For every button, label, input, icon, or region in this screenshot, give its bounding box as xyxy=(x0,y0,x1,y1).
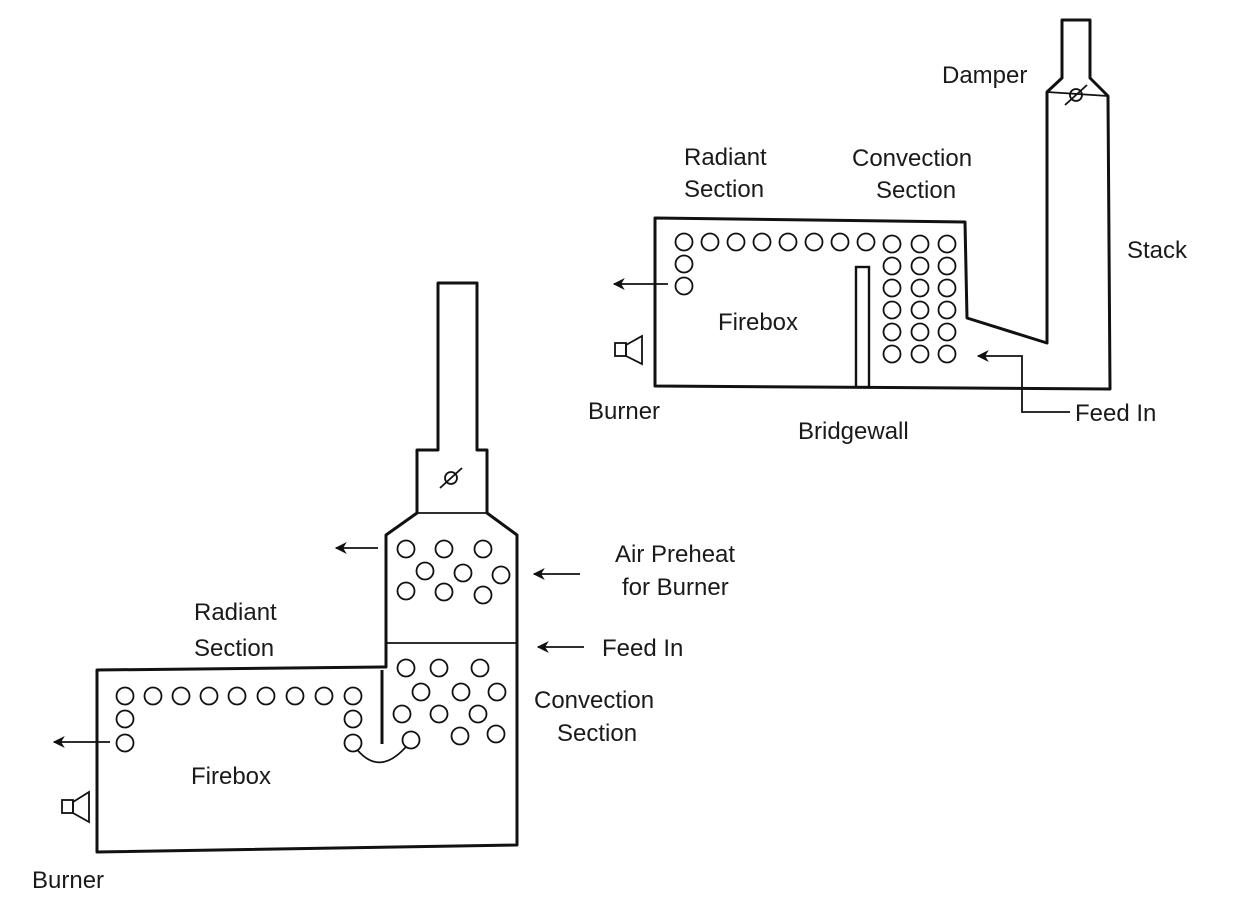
tube-circle xyxy=(910,300,930,320)
tube-circle xyxy=(882,322,902,342)
tube-circle xyxy=(434,582,454,602)
tube-circle xyxy=(285,686,305,706)
tube-circle xyxy=(115,709,135,729)
bottom-convection-label-1: Convection xyxy=(534,687,654,714)
tube-circle xyxy=(314,686,334,706)
bottom-radiant-label-2: Section xyxy=(194,635,274,662)
tube-circle xyxy=(115,686,135,706)
bottom-tube-bank xyxy=(115,539,511,753)
bottom-air-preheat-label-2: for Burner xyxy=(622,574,729,601)
tube-circle xyxy=(937,234,957,254)
tube-circle xyxy=(429,658,449,678)
tube-circle xyxy=(343,733,363,753)
tube-circle xyxy=(473,539,493,559)
top-feed-arrow xyxy=(976,350,1070,413)
tube-circle xyxy=(882,300,902,320)
tube-circle xyxy=(700,232,720,252)
bottom-firebox-label: Firebox xyxy=(191,763,271,790)
top-burner-icon xyxy=(614,334,643,366)
top-radiant-label-1: Radiant xyxy=(684,144,767,171)
top-damper-icon xyxy=(1064,84,1088,106)
bottom-damper-icon xyxy=(439,467,463,489)
top-tube-bank xyxy=(674,232,957,364)
tube-circle xyxy=(937,300,957,320)
tube-circle xyxy=(910,344,930,364)
tube-circle xyxy=(882,278,902,298)
tube-circle xyxy=(473,585,493,605)
tube-circle xyxy=(882,234,902,254)
bottom-air-preheat-label-1: Air Preheat xyxy=(615,541,735,568)
tube-circle xyxy=(778,232,798,252)
tube-circle xyxy=(396,581,416,601)
bottom-heater-outline xyxy=(95,281,519,854)
bottom-convection-label-2: Section xyxy=(557,720,637,747)
tube-circle xyxy=(171,686,191,706)
tube-circle xyxy=(434,539,454,559)
tube-circle xyxy=(674,276,694,296)
tube-circle xyxy=(343,709,363,729)
tube-circle xyxy=(343,686,363,706)
tube-circle xyxy=(937,278,957,298)
tube-circle xyxy=(910,256,930,276)
tube-circle xyxy=(451,682,471,702)
tube-circle xyxy=(256,686,276,706)
tube-circle xyxy=(450,726,470,746)
tube-circle xyxy=(429,704,449,724)
tube-circle xyxy=(910,234,930,254)
top-heater: Damper Radiant Section Convection Sectio… xyxy=(588,18,1188,445)
tube-circle xyxy=(830,232,850,252)
tube-circle xyxy=(470,658,490,678)
tube-circle xyxy=(415,561,435,581)
top-convection-label-2: Section xyxy=(876,177,956,204)
tube-circle xyxy=(392,704,412,724)
tube-circle xyxy=(937,344,957,364)
top-radiant-label-2: Section xyxy=(684,176,764,203)
top-bridgewall-label: Bridgewall xyxy=(798,418,909,445)
bottom-feed-in-label: Feed In xyxy=(602,635,683,662)
tube-circle xyxy=(752,232,772,252)
bottom-radiant-label-1: Radiant xyxy=(194,599,277,626)
top-burner-label: Burner xyxy=(588,398,660,425)
tube-circle xyxy=(115,733,135,753)
tube-circle xyxy=(491,565,511,585)
top-damper-label: Damper xyxy=(942,62,1027,89)
bottom-crossover-bend xyxy=(354,741,411,764)
tube-circle xyxy=(674,254,694,274)
top-convection-label-1: Convection xyxy=(852,145,972,172)
bottom-heater: Air Preheat for Burner Radiant Section F… xyxy=(32,281,735,894)
top-firebox-label: Firebox xyxy=(718,309,798,336)
tube-circle xyxy=(882,344,902,364)
tube-circle xyxy=(882,256,902,276)
tube-circle xyxy=(937,256,957,276)
tube-circle xyxy=(937,322,957,342)
tube-circle xyxy=(726,232,746,252)
tube-circle xyxy=(674,232,694,252)
tube-circle xyxy=(856,232,876,252)
top-feed-in-label: Feed In xyxy=(1075,400,1156,427)
tube-circle xyxy=(486,724,506,744)
tube-circle xyxy=(487,682,507,702)
top-bridgewall xyxy=(854,265,871,389)
tube-circle xyxy=(910,278,930,298)
tube-circle xyxy=(227,686,247,706)
tube-circle xyxy=(411,682,431,702)
tube-circle xyxy=(804,232,824,252)
top-firebox-outline xyxy=(653,18,1112,391)
bottom-burner-label: Burner xyxy=(32,867,104,894)
tube-circle xyxy=(453,563,473,583)
tube-circle xyxy=(396,658,416,678)
bottom-burner-icon xyxy=(61,790,90,824)
tube-circle xyxy=(143,686,163,706)
tube-circle xyxy=(468,704,488,724)
top-stack-label: Stack xyxy=(1127,237,1188,264)
tube-circle xyxy=(401,730,421,750)
tube-circle xyxy=(199,686,219,706)
tube-circle xyxy=(396,539,416,559)
tube-circle xyxy=(910,322,930,342)
